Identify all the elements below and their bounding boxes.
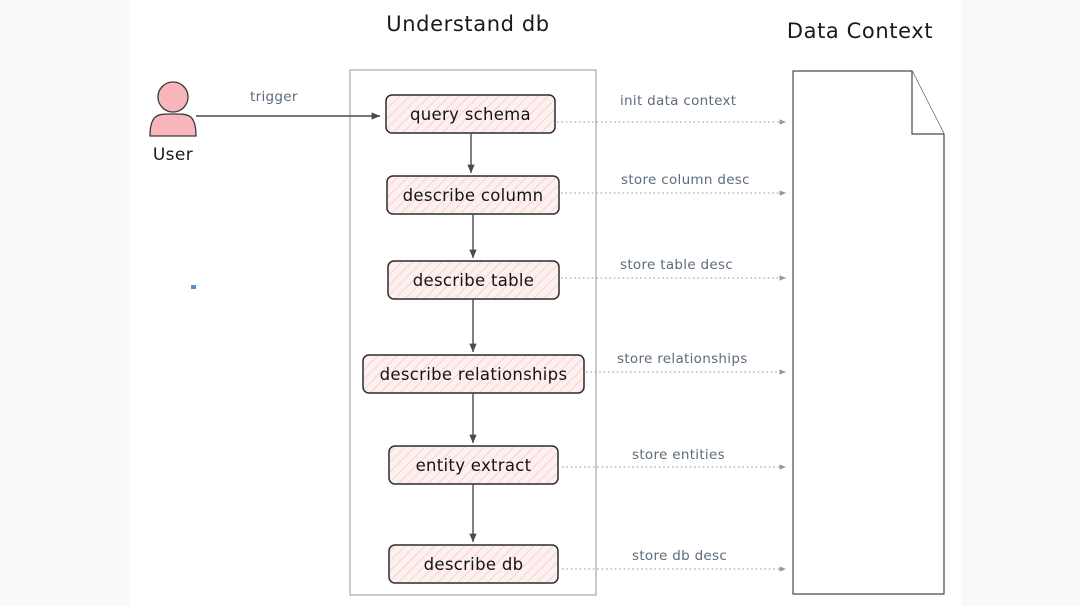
node-describe-column[interactable]: describe column bbox=[386, 175, 560, 215]
node-describe-relationships[interactable]: describe relationships bbox=[362, 354, 585, 394]
node-label: describe column bbox=[403, 186, 544, 205]
context-title: Data Context bbox=[787, 19, 933, 43]
edge-store-label: store table desc bbox=[620, 257, 733, 273]
node-label: describe table bbox=[413, 271, 535, 290]
user-body-icon bbox=[149, 113, 197, 137]
edge-trigger: trigger bbox=[196, 89, 381, 120]
data-context-document bbox=[792, 70, 945, 595]
actor-user[interactable]: User bbox=[149, 81, 197, 165]
edge-store-label: init data context bbox=[620, 93, 736, 109]
edge-store-label: store column desc bbox=[621, 172, 750, 188]
edge-trigger-label: trigger bbox=[250, 89, 298, 105]
node-label: describe db bbox=[424, 555, 524, 574]
edge-store-0: init data context bbox=[557, 93, 786, 125]
node-describe-table[interactable]: describe table bbox=[387, 260, 560, 300]
edge-store-1: store column desc bbox=[561, 172, 786, 196]
cursor-artifact bbox=[191, 285, 196, 289]
node-label: query schema bbox=[410, 105, 531, 124]
node-query-schema[interactable]: query schema bbox=[385, 94, 556, 134]
canvas-right-margin bbox=[961, 0, 1080, 606]
node-describe-db[interactable]: describe db bbox=[388, 544, 559, 584]
node-label: entity extract bbox=[416, 456, 532, 475]
actor-label: User bbox=[153, 145, 193, 165]
understand-db-container bbox=[349, 69, 597, 596]
edge-store-5: store db desc bbox=[562, 548, 786, 572]
edge-store-label: store db desc bbox=[632, 548, 727, 564]
edge-store-2: store table desc bbox=[561, 257, 786, 281]
canvas-left-margin bbox=[0, 0, 130, 606]
edge-store-label: store relationships bbox=[617, 351, 748, 367]
flow-title: Understand db bbox=[386, 12, 549, 36]
edge-store-label: store entities bbox=[632, 447, 725, 463]
edge-store-4: store entities bbox=[562, 447, 786, 470]
edge-store-3: store relationships bbox=[586, 351, 786, 375]
user-head-icon bbox=[157, 81, 189, 113]
node-label: describe relationships bbox=[380, 365, 568, 384]
node-entity-extract[interactable]: entity extract bbox=[388, 445, 559, 485]
